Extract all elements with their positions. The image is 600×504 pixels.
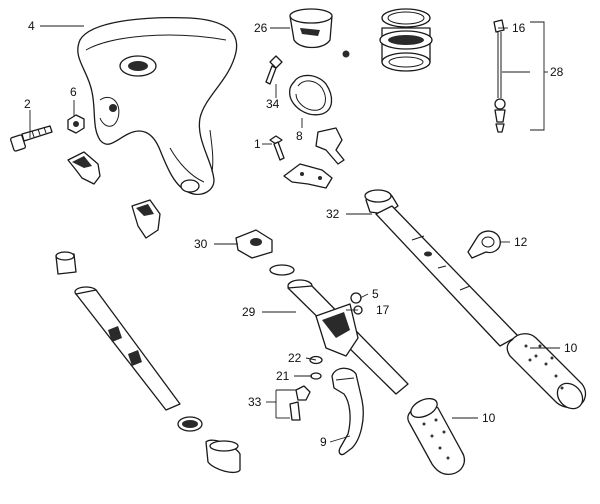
callout-9: 9 (320, 435, 327, 449)
lower-bracket-part (131, 199, 161, 239)
nut-part (67, 114, 85, 134)
callout-16: 16 (512, 21, 526, 35)
left-tube-part (55, 251, 241, 474)
clamp-screw-part (269, 127, 345, 189)
ring-gasket-part (288, 74, 333, 116)
callout-labels: 4 2 6 26 16 28 34 8 1 32 12 30 5 29 17 1… (24, 19, 578, 449)
callout-34: 34 (266, 97, 280, 111)
callout-22: 22 (288, 351, 302, 365)
lever-tube-part (287, 279, 409, 395)
callout-10-right: 10 (564, 341, 578, 355)
lever-mount-part (235, 229, 295, 276)
callout-28: 28 (550, 65, 564, 79)
handlebar-cover-part (77, 17, 238, 195)
callout-8: 8 (296, 129, 303, 143)
throttle-tube-part (364, 189, 519, 347)
callout-10-left: 10 (482, 411, 496, 425)
callout-33: 33 (248, 395, 262, 409)
screw-part (265, 55, 283, 85)
callout-12: 12 (514, 235, 528, 249)
callout-26: 26 (254, 21, 268, 35)
callout-5: 5 (372, 287, 379, 301)
callout-29: 29 (242, 305, 256, 319)
bolt-part (10, 125, 53, 152)
callout-21: 21 (276, 369, 290, 383)
small-bracket-part (67, 151, 101, 185)
leader-lines (29, 21, 560, 443)
brake-lever-part (331, 367, 364, 456)
switch-housing-part (289, 8, 350, 58)
callout-4: 4 (28, 19, 35, 33)
callout-30: 30 (194, 237, 208, 251)
right-grip-part (506, 333, 587, 410)
callout-2: 2 (24, 97, 31, 111)
callout-17: 17 (376, 303, 390, 317)
callout-1: 1 (254, 137, 261, 151)
left-grip-part (407, 397, 466, 476)
callout-32: 32 (326, 207, 340, 221)
tube-clamp-part (467, 230, 501, 259)
callout-6: 6 (70, 85, 77, 99)
small-fasteners-part (289, 355, 323, 421)
control-cable-part (493, 19, 506, 133)
ring-stack-part (379, 8, 433, 72)
